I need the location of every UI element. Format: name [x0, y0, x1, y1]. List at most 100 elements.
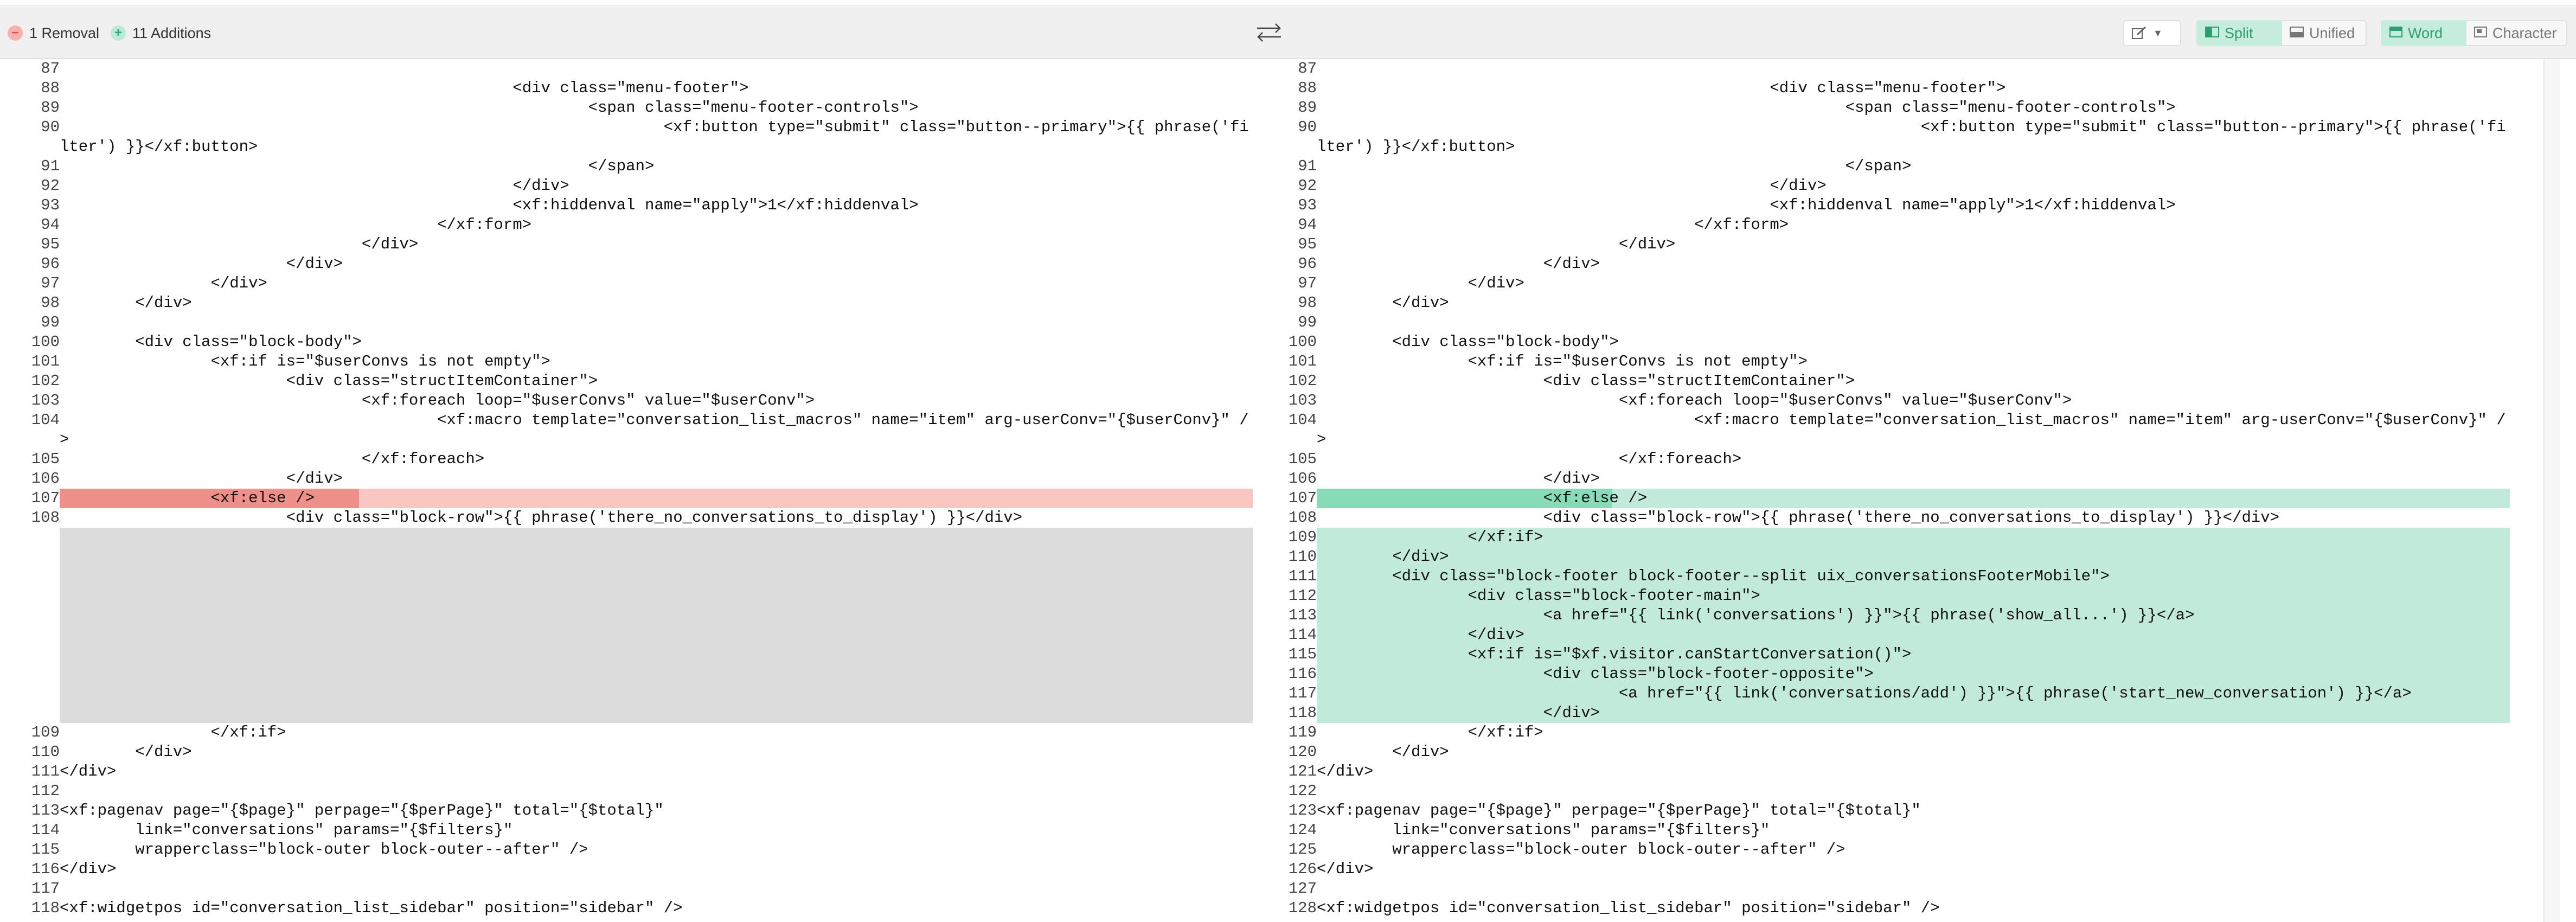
code-line: 98 </div>: [0, 293, 1257, 313]
code-line: 90 <xf:button type="submit" class="butto…: [0, 118, 1257, 157]
code-line: 118<xf:widgetpos id="conversation_list_s…: [0, 899, 1257, 918]
top-strip: [0, 0, 2576, 5]
code-line: 110 </div>: [1257, 547, 2514, 567]
line-number: 112: [1288, 587, 1317, 605]
line-number: 106: [1288, 470, 1317, 488]
code-text: </div>: [60, 860, 117, 878]
line-number: 114: [1288, 626, 1317, 644]
code-line: 108 <div class="block-row">{{ phrase('th…: [0, 508, 1257, 528]
line-number: 97: [1298, 274, 1317, 292]
word-button[interactable]: Word: [2381, 20, 2466, 46]
code-line: 106 </div>: [1257, 469, 2514, 489]
code-text: </div>: [1317, 763, 1374, 780]
split-button[interactable]: Split: [2196, 20, 2282, 46]
code-text: <div class="structItemContainer">: [60, 372, 598, 390]
code-line: 112 <div class="block-footer-main">: [1257, 586, 2514, 606]
code-line: 92 </div>: [0, 176, 1257, 196]
line-number: 115: [31, 841, 60, 859]
line-number: 109: [31, 723, 60, 741]
line-number: 93: [1298, 196, 1317, 214]
line-number: 106: [31, 470, 60, 488]
line-number: 101: [31, 353, 60, 370]
line-number: 98: [41, 294, 60, 312]
code-line: 103 <xf:foreach loop="$userConvs" value=…: [0, 391, 1257, 411]
code-line: 113<xf:pagenav page="{$page}" perpage="{…: [0, 801, 1257, 821]
code-text: [60, 313, 1253, 332]
line-number: 113: [31, 802, 60, 819]
code-line: 93 <xf:hiddenval name="apply">1</xf:hidd…: [0, 196, 1257, 215]
code-text: </div>: [60, 177, 569, 195]
line-number: 128: [1288, 899, 1317, 917]
line-number: 112: [31, 782, 60, 800]
line-number: 94: [41, 216, 60, 234]
code-text: <xf:else />: [60, 489, 1253, 508]
vertical-scrollbar[interactable]: [2543, 59, 2560, 922]
code-line: 126</div>: [1257, 860, 2514, 879]
line-number: 118: [31, 899, 60, 917]
code-line: 117 <a href="{{ link('conversations/add'…: [1257, 684, 2514, 703]
code-line: 95 </div>: [1257, 235, 2514, 254]
code-text: </xf:if>: [1317, 528, 2510, 547]
line-number: 103: [31, 392, 60, 409]
code-line: 101 <xf:if is="$userConvs is not empty">: [1257, 352, 2514, 372]
line-number: 122: [1288, 782, 1317, 800]
line-number: 107: [31, 489, 60, 507]
code-text: </div>: [60, 763, 117, 780]
unified-view-icon: [2290, 25, 2304, 42]
code-text: </div>: [60, 743, 192, 761]
code-line: 116 <div class="block-footer-opposite">: [1257, 664, 2514, 684]
code-line: 88 <div class="menu-footer">: [0, 79, 1257, 98]
line-number: 102: [1288, 372, 1317, 390]
code-line: 114 link="conversations" params="{$filte…: [0, 821, 1257, 840]
code-text: </xf:if>: [60, 723, 286, 741]
code-line: 105 </xf:foreach>: [0, 450, 1257, 469]
code-text: <xf:button type="submit" class="button--…: [1317, 118, 2506, 156]
code-line: 118 </div>: [1257, 703, 2514, 723]
line-number: 110: [31, 743, 60, 761]
code-line: 111 <div class="block-footer block-foote…: [1257, 567, 2514, 586]
code-text: </div>: [60, 255, 343, 273]
line-number: 89: [1298, 99, 1317, 117]
line-number: 114: [31, 821, 60, 839]
code-text: <div class="menu-footer">: [1317, 79, 2006, 97]
code-line: 109 </xf:if>: [1257, 528, 2514, 547]
code-text: </span>: [1317, 157, 1912, 175]
code-line: 100 <div class="block-body">: [0, 332, 1257, 352]
line-number: 99: [41, 313, 60, 331]
word-diff-icon: [2389, 25, 2402, 42]
edit-dropdown-button[interactable]: ▼: [2123, 20, 2181, 46]
code-text: </div>: [1317, 860, 1374, 878]
code-line: 92 </div>: [1257, 176, 2514, 196]
code-line: 87: [0, 59, 1257, 79]
code-text: [60, 59, 1253, 79]
swap-arrows-icon[interactable]: [1253, 21, 1285, 43]
code-line: 107 <xf:else />: [1257, 489, 2514, 508]
code-text: </div>: [60, 294, 192, 312]
code-line: 89 <span class="menu-footer-controls">: [0, 98, 1257, 118]
unified-button[interactable]: Unified: [2282, 20, 2367, 46]
code-text: </xf:form>: [60, 216, 532, 234]
code-text: </div>: [60, 470, 343, 488]
line-number: 116: [31, 860, 60, 878]
code-line: 115 wrapperclass="block-outer block-oute…: [0, 840, 1257, 860]
code-line: 128<xf:widgetpos id="conversation_list_s…: [1257, 899, 2514, 918]
split-label: Split: [2225, 24, 2253, 41]
code-line: 94 </xf:form>: [0, 215, 1257, 235]
code-line: 111</div>: [0, 762, 1257, 782]
code-text: <xf:foreach loop="$userConvs" value="$us…: [1317, 392, 2072, 409]
code-text: wrapperclass="block-outer block-outer--a…: [60, 841, 588, 859]
code-text: <xf:if is="$userConvs is not empty">: [1317, 353, 1808, 370]
line-number: 115: [1288, 645, 1317, 663]
code-line: 99: [0, 313, 1257, 332]
line-number: 113: [1288, 606, 1317, 624]
line-number: 102: [31, 372, 60, 390]
diff-placeholder: [60, 528, 1253, 723]
code-text: </div>: [1317, 255, 1600, 273]
code-line: 93 <xf:hiddenval name="apply">1</xf:hidd…: [1257, 196, 2514, 215]
line-number: 126: [1288, 860, 1317, 878]
character-button[interactable]: Character: [2466, 20, 2567, 46]
chevron-down-icon: ▼: [2153, 27, 2163, 39]
line-number: 99: [1298, 313, 1317, 331]
code-line: 125 wrapperclass="block-outer block-oute…: [1257, 840, 2514, 860]
